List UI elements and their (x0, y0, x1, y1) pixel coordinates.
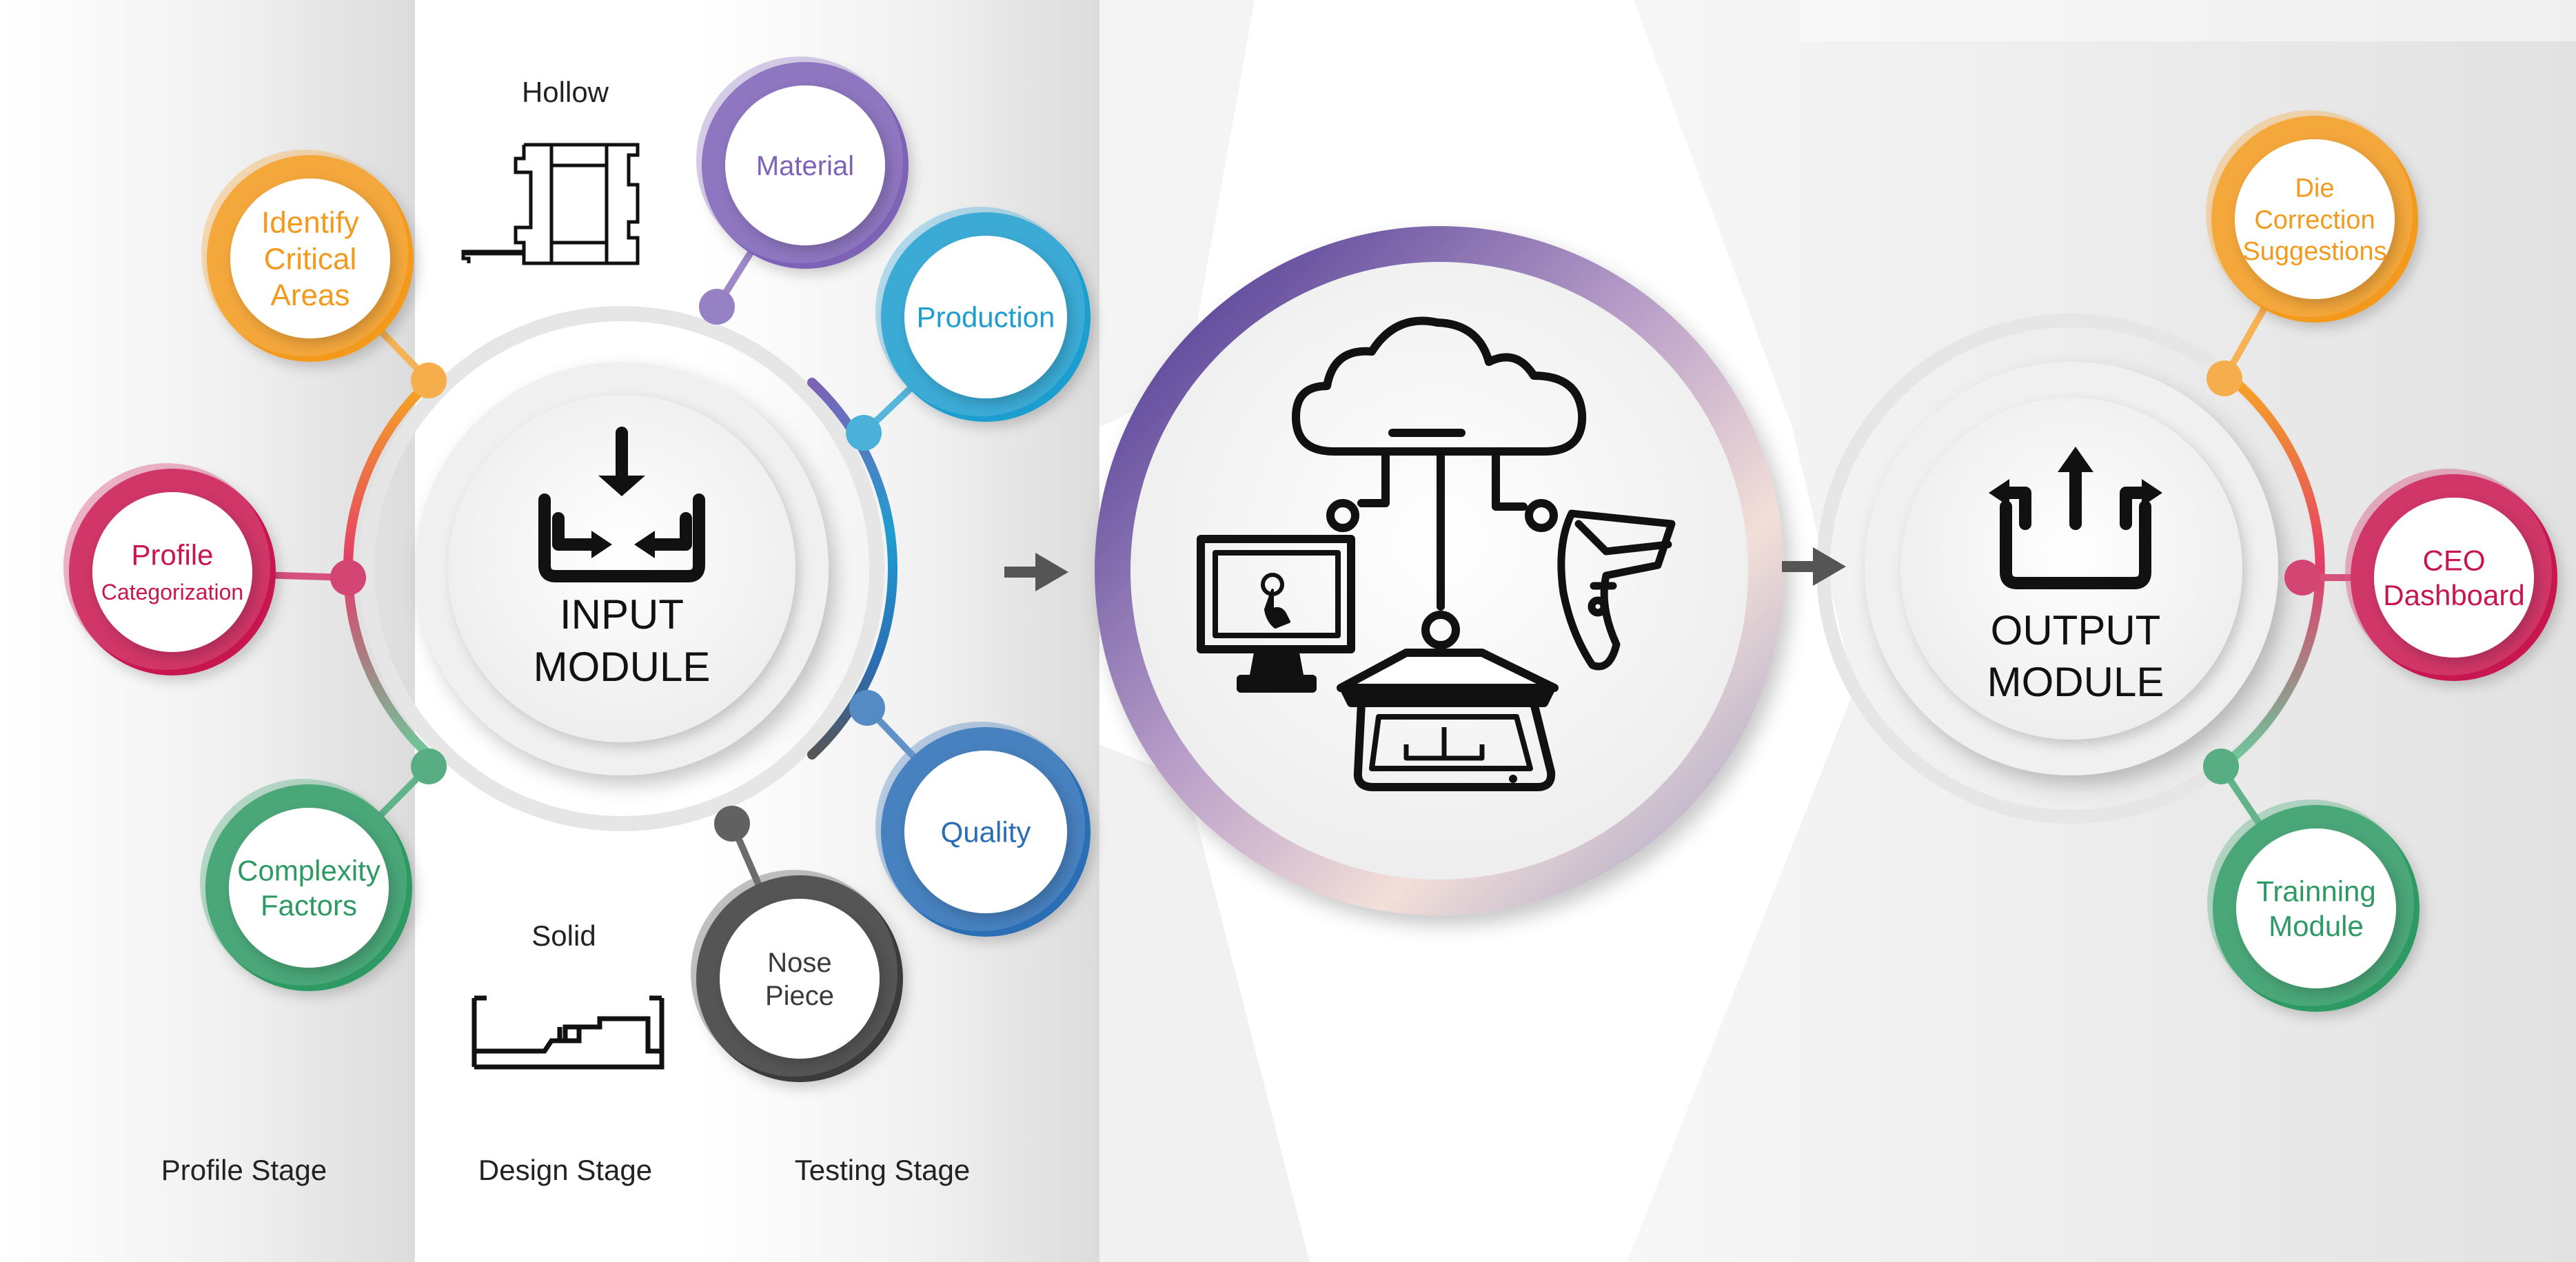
left-funnel (1099, 0, 1255, 427)
output_nodes-connector-dot (2207, 360, 2242, 396)
node-label-line: Material (756, 151, 854, 181)
output-module-group (1816, 314, 2326, 824)
profile_nodes-connector-dot (411, 363, 447, 398)
profile_nodes-connector-dot (330, 560, 366, 596)
node-label-line: Profile (131, 539, 213, 571)
hollow-label: Hollow (522, 76, 609, 108)
node-label-line: Suggestions (2242, 237, 2386, 266)
left-funnel-bottom (1099, 744, 1310, 1262)
node-label-line: Trainning (2256, 875, 2376, 908)
solid-profile-icon (471, 995, 665, 1070)
output-arc (2223, 371, 2325, 766)
node-label-line: Nose (767, 948, 831, 978)
node-label-line: Categorization (101, 580, 243, 604)
outbox-share-icon (1989, 447, 2162, 589)
right-arrow-icon (1004, 553, 1068, 591)
node-label-line: Piece (765, 981, 834, 1011)
right-arrow-icon (1782, 547, 1846, 586)
node-label-line: Die (2295, 174, 2334, 203)
node-label-line: Areas (271, 278, 350, 312)
text-layer: INPUT MODULE OUTPUT MODULE Hollow Solid … (161, 76, 2164, 1186)
output_nodes-connector-dot (2284, 560, 2320, 596)
output-module-label-1: OUTPUT (1991, 607, 2161, 653)
design-stage-label: Design Stage (478, 1154, 652, 1186)
node-label-line: Production (917, 301, 1055, 334)
profile-stage-label: Profile Stage (161, 1154, 327, 1186)
node-label-line: Identify (261, 206, 359, 240)
barcode-scanner-icon (1557, 509, 1676, 671)
node-label-line: Dashboard (2383, 579, 2524, 611)
node-label-line: Critical (264, 242, 356, 276)
output-module-label-2: MODULE (1987, 659, 2164, 705)
input-module-label-1: INPUT (560, 591, 684, 638)
solid-label: Solid (531, 919, 596, 952)
output-module-disc (1900, 398, 2242, 740)
cloud-network-icon (1292, 316, 1587, 649)
node-label-line: Correction (2254, 205, 2375, 234)
inbox-download-icon (538, 427, 705, 582)
flow-arrows (1004, 547, 1846, 591)
testing_nodes-connector-dot (714, 806, 750, 842)
satellite-nodes: IdentifyCriticalAreasProfileCategorizati… (63, 57, 2557, 1082)
node-label-line: Factors (261, 889, 357, 922)
testing-stage-label: Testing Stage (795, 1154, 971, 1186)
testing-node: Quality (875, 722, 1091, 937)
input-module-disc (448, 395, 795, 742)
testing_nodes-connector-dot (849, 690, 885, 726)
profile_nodes-connector-dot (411, 749, 447, 784)
node-label-line: Quality (941, 816, 1031, 848)
input-module-label-2: MODULE (534, 644, 711, 690)
touch-monitor-icon (1197, 535, 1355, 693)
node-label-line: CEO (2422, 545, 2485, 577)
testing_nodes-connector-dot (846, 415, 882, 451)
testing-node: Production (875, 207, 1091, 422)
flatbed-scanner-icon (1337, 649, 1559, 791)
node-label-line: Complexity (237, 855, 381, 887)
testing_nodes-connector-dot (699, 289, 735, 325)
testing-node: Material (696, 57, 909, 269)
right-funnel-top-band (1799, 0, 2576, 41)
node-label-line: Module (2269, 910, 2364, 942)
hollow-profile-icon (461, 143, 640, 265)
output_nodes-connector-dot (2203, 749, 2239, 784)
